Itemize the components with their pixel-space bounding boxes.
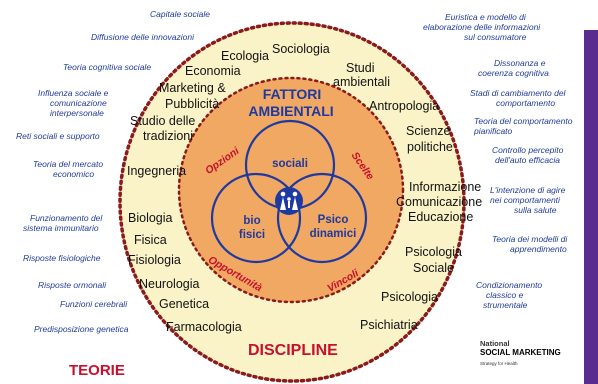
theory-influenza-sociale: comunicazione	[50, 98, 107, 108]
discipline-studio-tradizioni: tradizioni	[143, 129, 194, 143]
logo-line1: National	[480, 339, 510, 348]
venn-psycho-circle	[276, 172, 368, 264]
discipline-psicologia-sociale: Sociale	[413, 261, 454, 275]
theory-mercato-economico: economico	[53, 169, 95, 179]
discipline-neurologia: Neurologia	[139, 277, 200, 291]
theory-funzioni-cerebrali: Funzioni cerebrali	[60, 299, 128, 309]
discipline-marketing: Marketing &	[159, 81, 226, 95]
discipline-farmacologia: Farmacologia	[166, 320, 242, 334]
theory-cognitiva-sociale: Teoria cognitiva sociale	[63, 62, 152, 72]
factors-title-line2: AMBIENTALI	[248, 103, 334, 119]
theory-sistema-immunitario: sistema immunitario	[23, 223, 99, 233]
theory-reti-sociali: Reti sociali e supporto	[16, 131, 100, 141]
discipline-psicologia: Psicologia	[381, 290, 438, 304]
discipline-studi-ambientali: Studi	[346, 61, 375, 75]
discipline-studio-tradizioni: Studio delle	[130, 114, 196, 128]
theory-condizionamento: classico e	[486, 290, 524, 300]
venn-label-bio: bio	[243, 215, 261, 227]
theory-comportamento-pianificato: pianificato	[474, 126, 513, 136]
discipline-psicologia-sociale: Psicologia	[405, 245, 462, 259]
theory-influenza-sociale: Influenza sociale e	[38, 88, 109, 98]
theory-stadi-cambiamento: comportamento	[496, 98, 556, 108]
discipline-educazione: Educazione	[408, 210, 474, 224]
family-icon	[275, 187, 303, 215]
theory-condizionamento: Condizionamento	[476, 280, 543, 290]
theory-intenzione-agire: sulla salute	[514, 205, 557, 215]
theory-auto-efficacia: dell'auto efficacia	[495, 155, 560, 165]
venn-bio-circle	[210, 172, 302, 264]
theory-modelli-apprendimento: Teoria dei modelli di	[492, 234, 568, 244]
discipline-scienze-politiche: politiche	[407, 140, 453, 154]
theory-intenzione-agire: L'intenzione di agire	[490, 185, 566, 195]
theory-sistema-immunitario: Funzionamento del	[30, 213, 103, 223]
discipline-biologia: Biologia	[128, 211, 173, 225]
theory-diffusione-innovazioni: Diffusione delle innovazioni	[91, 32, 195, 42]
discipline-fisica: Fisica	[134, 233, 167, 247]
logo-color-bar	[584, 30, 598, 384]
discipline-studi-ambientali: ambientali	[333, 75, 390, 89]
logo-line3: Strategy for Health	[480, 361, 518, 366]
theory-euristica: Euristica e modello di	[445, 12, 526, 22]
theory-condizionamento: strumentale	[483, 300, 528, 310]
theory-risposte-fisiologiche: Risposte fisiologiche	[23, 253, 101, 263]
theory-auto-efficacia: Controllo percepito	[492, 145, 564, 155]
venn-label-fisici: fisici	[238, 229, 266, 241]
venn-label-psico: Psico	[317, 214, 349, 226]
discipline-ingegneria: Ingegneria	[127, 164, 187, 178]
theories-heading: TEORIE	[69, 362, 125, 379]
theory-dissonanza: Dissonanza e	[494, 58, 546, 68]
discipline-sociologia: Sociologia	[272, 42, 330, 56]
theory-euristica: elaborazione delle informazioni	[423, 22, 541, 32]
theory-predisposizione-genetica: Predisposizione genetica	[34, 324, 129, 334]
theory-influenza-sociale: interpersonale	[50, 108, 104, 118]
disciplines-heading: DISCIPLINE	[248, 342, 338, 359]
theory-euristica: sul consumatore	[464, 32, 527, 42]
discipline-marketing: Pubblicità	[165, 97, 220, 111]
theory-comportamento-pianificato: Teoria del comportamento	[474, 116, 573, 126]
discipline-genetica: Genetica	[159, 297, 210, 311]
theory-mercato-economico: Teoria del mercato	[33, 159, 104, 169]
theory-capitale-sociale: Capitale sociale	[150, 9, 211, 19]
discipline-fisiologia: Fisiologia	[128, 253, 181, 267]
venn-label-dinamici: dinamici	[309, 228, 357, 240]
discipline-comunicazione: Comunicazione	[396, 195, 483, 209]
theory-intenzione-agire: nei comportamenti	[490, 195, 560, 205]
national-social-marketing-logo: National SOCIAL MARKETING Strategy for H…	[480, 340, 580, 367]
discipline-scienze-politiche: Scienze	[406, 124, 451, 138]
theory-risposte-ormonali: Risposte ormonali	[38, 280, 107, 290]
theory-stadi-cambiamento: Stadi di cambiamento del	[470, 88, 566, 98]
theory-modelli-apprendimento: apprendimento	[510, 244, 567, 254]
theory-dissonanza: coerenza cognitiva	[478, 68, 549, 78]
discipline-economia: Economia	[185, 64, 241, 78]
factors-title-line1: FATTORI	[262, 86, 322, 102]
discipline-informazione: Informazione	[409, 180, 482, 194]
logo-line2: SOCIAL MARKETING	[480, 348, 561, 357]
venn-label-sociali: sociali	[272, 158, 308, 170]
discipline-ecologia: Ecologia	[221, 49, 269, 63]
discipline-antropologia: Antropologia	[369, 99, 440, 113]
discipline-psichiatria: Psichiatria	[360, 318, 418, 332]
